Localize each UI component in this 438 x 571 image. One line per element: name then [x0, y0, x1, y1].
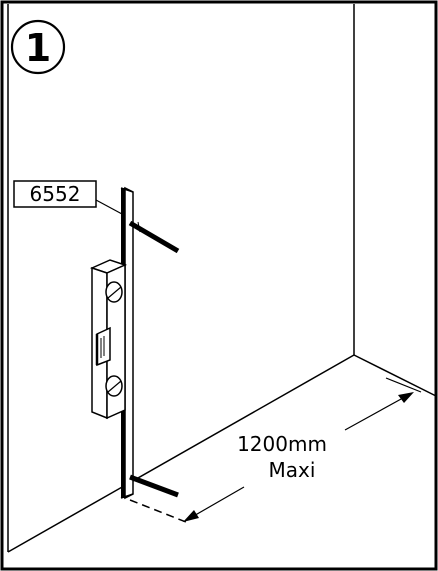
step-number: 1: [25, 26, 51, 70]
step-circle: [10, 19, 66, 75]
rail-top-edge: [120, 187, 134, 193]
dimension-line-upper: [344, 392, 413, 431]
arrow-head-near: [183, 510, 199, 522]
dimension-annotation: [129, 377, 422, 523]
part-code: 6552: [30, 182, 81, 206]
floor-back-line: [7, 354, 355, 553]
step-badge: 1: [10, 19, 66, 75]
rail-front-face: [124, 186, 134, 500]
bottom-screw: [129, 474, 179, 498]
part-label: 6552: [13, 180, 123, 215]
part-leader-line: [95, 199, 123, 215]
dimension-value: 1200mm: [237, 432, 327, 456]
rail-bottom-edge: [120, 493, 134, 499]
keeper-upper-hole: [105, 281, 123, 303]
projection-dashed: [129, 499, 187, 523]
part-label-box: [13, 180, 97, 208]
keeper-box: [89, 259, 128, 420]
arrow-head-far: [398, 392, 414, 403]
floor-right-line: [353, 354, 437, 397]
keeper-lower-hole: [105, 375, 123, 397]
projection-far: [385, 377, 422, 393]
dimension-qualifier: Maxi: [269, 458, 316, 482]
top-screw: [128, 220, 180, 254]
room-lines: [7, 4, 437, 553]
